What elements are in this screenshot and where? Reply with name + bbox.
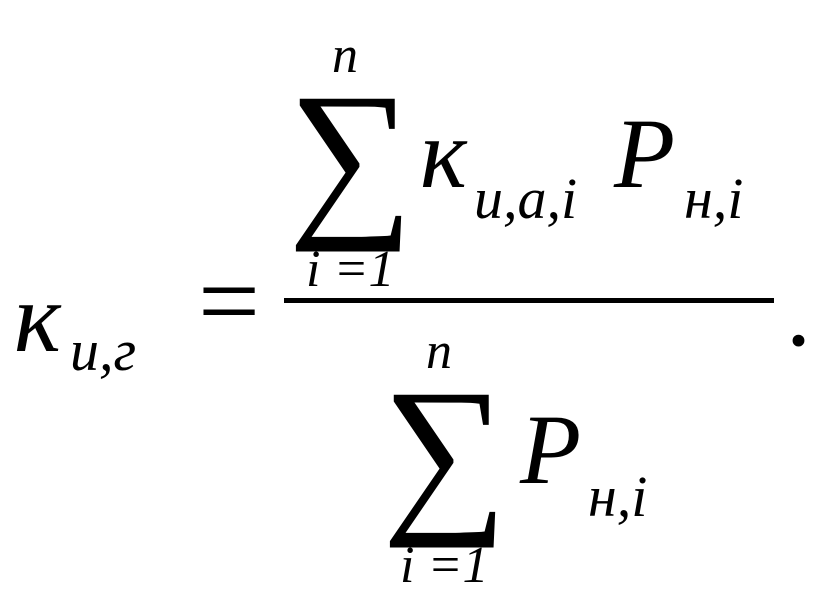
denominator-term-symbol: P — [520, 394, 582, 505]
formula-terminator: . — [786, 256, 811, 367]
lhs-subscript: и,г — [70, 318, 137, 383]
denominator-summation-sign: ∑ — [382, 354, 508, 549]
lhs-symbol: к — [14, 262, 61, 373]
denominator-term-subscript: н,i — [588, 464, 648, 529]
denominator-upper-limit: n — [426, 323, 452, 380]
numerator-factor1-symbol: к — [420, 98, 467, 209]
denominator-lower-limit: i =1 — [400, 537, 489, 594]
fraction-bar — [284, 298, 774, 303]
numerator-upper-limit: n — [332, 27, 358, 84]
equals-sign: = — [198, 240, 261, 362]
numerator-factor2-symbol: P — [614, 98, 676, 209]
numerator-factor2-subscript: н,i — [684, 166, 744, 231]
numerator-lower-limit: i =1 — [306, 241, 395, 298]
numerator-summation-sign: ∑ — [288, 58, 414, 253]
numerator-factor1-subscript: и,а,i — [474, 166, 578, 231]
